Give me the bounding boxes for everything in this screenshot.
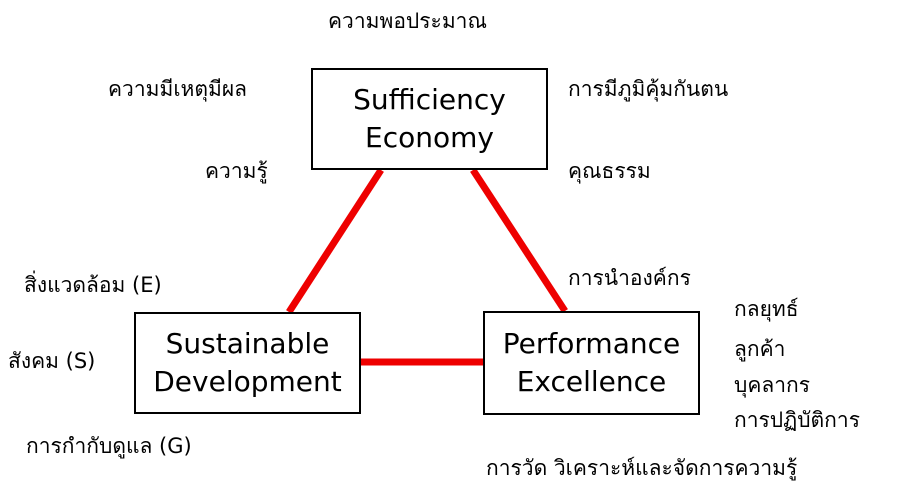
node-performance-excellence-line-2: Excellence bbox=[516, 365, 667, 398]
label-reasonableness: ความมีเหตุมีผล bbox=[108, 77, 247, 101]
label-strategy: กลยุทธ์ bbox=[734, 297, 799, 321]
node-sustainable-development-line-1: Sustainable bbox=[165, 327, 330, 360]
node-sustainable-development: Sustainable Development bbox=[134, 312, 361, 414]
node-sustainable-development-line-2: Development bbox=[153, 365, 342, 398]
label-social: สังคม (S) bbox=[8, 349, 96, 373]
label-morality: คุณธรรม bbox=[568, 159, 651, 183]
label-knowledge: ความรู้ bbox=[205, 159, 268, 183]
node-sufficiency-economy: Sufficiency Economy bbox=[311, 68, 548, 170]
label-workforce: บุคลากร bbox=[734, 373, 811, 397]
node-performance-excellence-line-1: Performance bbox=[502, 327, 681, 360]
label-governance: การกำกับดูแล (G) bbox=[26, 434, 192, 458]
edge-sufficiency-performance bbox=[470, 168, 568, 313]
label-customers: ลูกค้า bbox=[734, 337, 786, 361]
node-sufficiency-economy-line-2: Economy bbox=[365, 121, 494, 154]
label-self-immunity: การมีภูมิคุ้มกันตน bbox=[568, 77, 729, 101]
node-performance-excellence: Performance Excellence bbox=[483, 311, 700, 415]
label-moderation: ความพอประมาณ bbox=[328, 9, 487, 33]
label-leadership: การนำองค์กร bbox=[568, 266, 691, 290]
node-sufficiency-economy-line-1: Sufficiency bbox=[353, 83, 506, 116]
edge-sufficiency-sustainable bbox=[286, 168, 384, 314]
label-measurement: การวัด วิเคราะห์และจัดการความรู้ bbox=[486, 456, 798, 480]
label-environment: สิ่งแวดล้อม (E) bbox=[24, 273, 162, 297]
label-operations: การปฏิบัติการ bbox=[734, 408, 860, 432]
